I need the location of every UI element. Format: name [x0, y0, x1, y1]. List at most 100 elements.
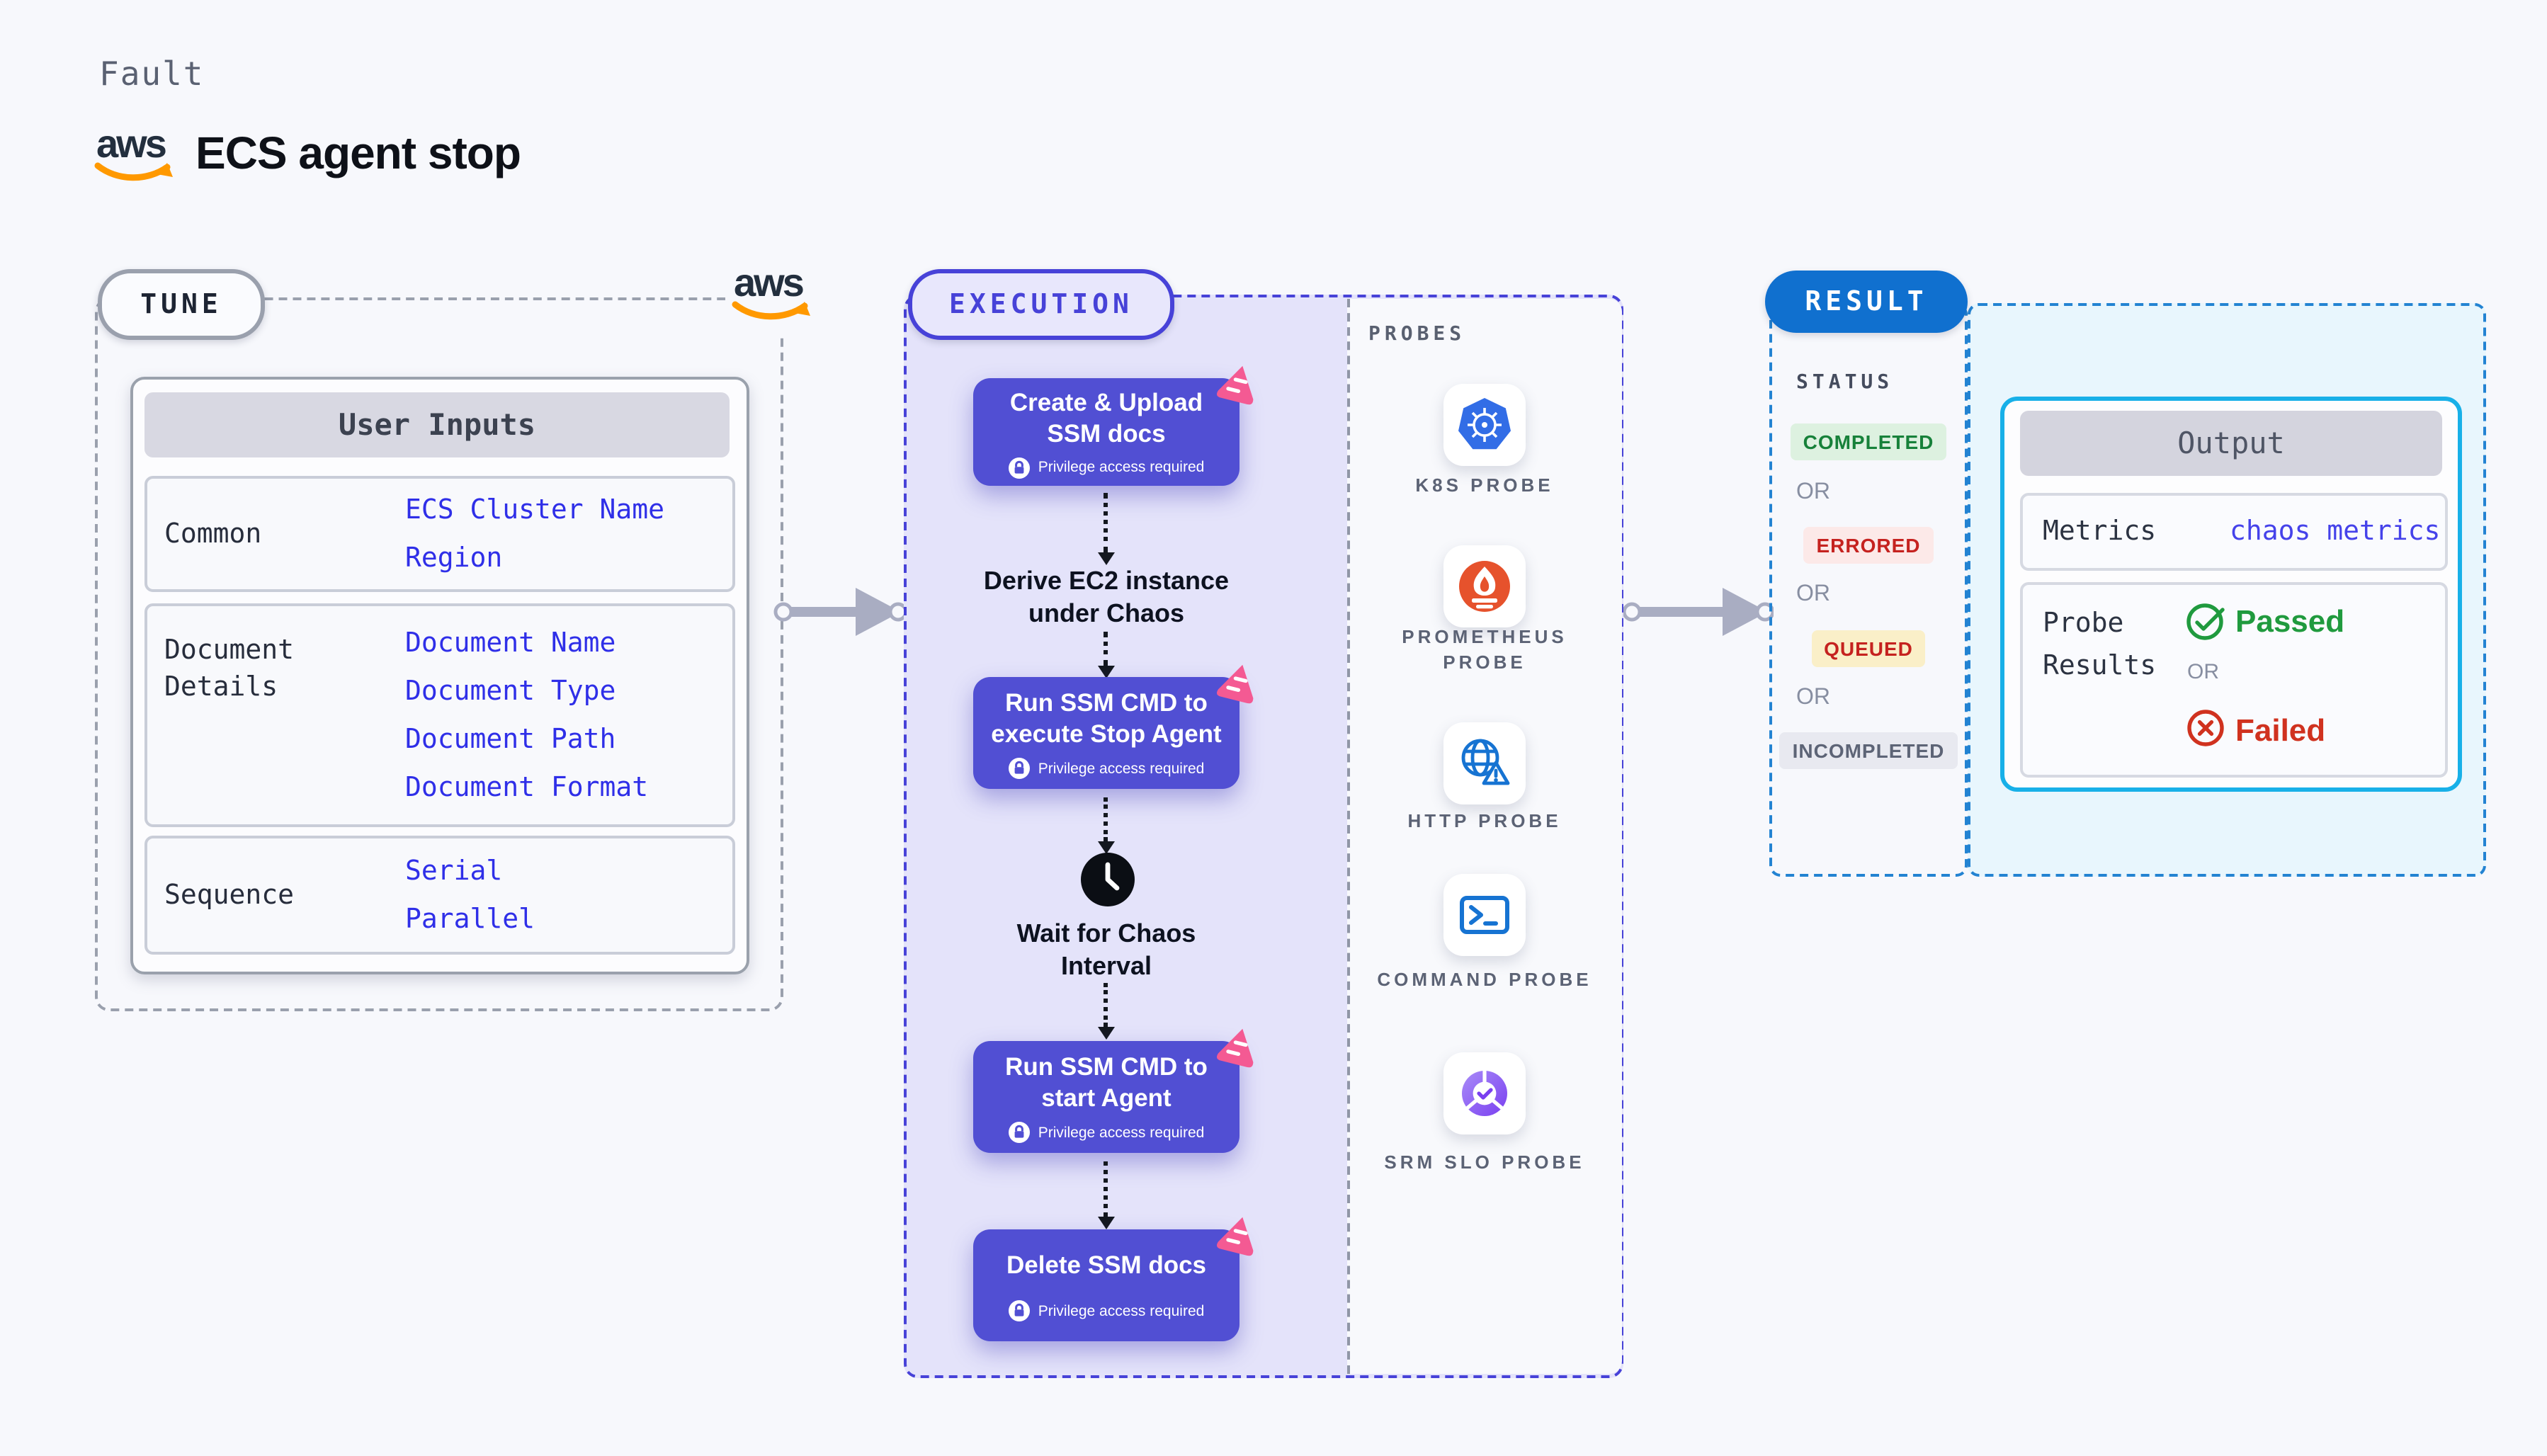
input-group-values: ECS Cluster Name Region [405, 479, 664, 589]
or-separator: OR [1796, 480, 1830, 504]
probe-results-label: Probe Results [2043, 608, 2157, 681]
input-link-serial[interactable]: Serial [405, 855, 503, 887]
arrow-tune-to-execution [773, 588, 907, 636]
prometheus-icon [1459, 561, 1510, 612]
privilege-badge: Privilege access required [1008, 457, 1205, 478]
status-badge-label: COMPLETED [1790, 423, 1947, 460]
result-pill: RESULT [1765, 271, 1968, 333]
fault-eyebrow: Fault [99, 57, 205, 93]
probe-item-prometheus [1443, 545, 1526, 627]
probe-label: PROMETHEUS PROBE [1402, 626, 1567, 673]
input-group-label: Document Details [164, 635, 295, 703]
metrics-row: Metrics chaos metrics [2020, 493, 2448, 571]
input-group-values: Serial Parallel [405, 838, 535, 952]
step-run-ssm-cmd-stop-agent: Run SSM CMD to execute Stop Agent Privil… [973, 664, 1254, 789]
chaos-icon [1216, 365, 1254, 405]
input-group-document-details: Document Details Document Name Document … [144, 603, 735, 827]
status-badge-label: INCOMPLETED [1779, 732, 1958, 769]
aws-swoosh-icon [94, 162, 173, 181]
status-badge-label: QUEUED [1811, 630, 1926, 667]
status-badge-label: ERRORED [1803, 527, 1934, 564]
input-link-parallel[interactable]: Parallel [405, 904, 535, 935]
step-create-upload-ssm-docs: Create & Upload SSM docs Privilege acces… [973, 365, 1254, 486]
input-link-document-format[interactable]: Document Format [405, 772, 649, 803]
probe-results-row: Probe Results Passed OR Failed [2020, 582, 2448, 778]
or-separator: OR [1796, 582, 1830, 606]
privilege-note: Privilege access required [1038, 459, 1205, 476]
status-badge-errored: ERRORED [1769, 527, 1968, 564]
chaos-icon [1216, 1028, 1254, 1068]
chaos-icon [1216, 664, 1254, 704]
status-heading: STATUS [1796, 371, 1894, 394]
probe-label: K8S PROBE [1415, 474, 1554, 496]
lock-icon [1008, 1300, 1030, 1321]
tune-aws-badge: aws [725, 261, 819, 334]
step-title: Create & Upload SSM docs [1009, 387, 1203, 447]
metrics-label: Metrics [2043, 516, 2157, 547]
input-group-sequence: Sequence Serial Parallel [144, 836, 735, 955]
step-title: Run SSM CMD to start Agent [1005, 1052, 1208, 1112]
probe-item-srm-slo [1443, 1052, 1526, 1134]
failed-label: Failed [2235, 712, 2326, 748]
input-group-common: Common ECS Cluster Name Region [144, 476, 735, 592]
status-badge-completed: COMPLETED [1769, 423, 1968, 460]
probe-label: HTTP PROBE [1407, 810, 1562, 831]
privilege-badge: Privilege access required [1008, 1300, 1205, 1321]
privilege-note: Privilege access required [1038, 1302, 1205, 1319]
tune-pill: TUNE [98, 269, 265, 340]
execution-pill: EXECUTION [908, 269, 1174, 340]
input-group-label: Sequence [164, 880, 295, 911]
probes-panel [1347, 299, 1622, 1374]
probes-heading: PROBES [1368, 323, 1466, 346]
privilege-badge: Privilege access required [1008, 1122, 1205, 1143]
aws-swoosh-icon [732, 301, 810, 320]
input-group-label: Common [164, 518, 262, 550]
wait-step-label: Wait for Chaos Interval [1016, 919, 1196, 980]
aws-logo-text: aws [734, 261, 805, 305]
probe-item-command [1443, 874, 1526, 956]
aws-logo: aws [731, 261, 813, 326]
user-inputs-header: User Inputs [144, 392, 730, 457]
aws-logo-text: aws [96, 122, 167, 166]
x-circle-icon [2187, 710, 2224, 746]
slo-pie-icon [1462, 1069, 1507, 1116]
input-link-document-path[interactable]: Document Path [405, 724, 616, 755]
http-globe-icon [1461, 739, 1510, 785]
lock-icon [1008, 758, 1030, 779]
connector-arrow [1097, 493, 1114, 565]
status-badge-incompleted: INCOMPLETED [1769, 732, 1968, 769]
input-link-document-name[interactable]: Document Name [405, 627, 616, 659]
status-badge-queued: QUEUED [1769, 630, 1968, 667]
input-link-document-type[interactable]: Document Type [405, 676, 616, 707]
metrics-link[interactable]: chaos metrics [2230, 516, 2441, 547]
step-title: Delete SSM docs [1006, 1251, 1207, 1279]
page-title: ECS agent stop [195, 127, 521, 178]
input-link-region[interactable]: Region [405, 542, 503, 574]
probe-label: SRM SLO PROBE [1384, 1151, 1585, 1173]
privilege-note: Privilege access required [1038, 760, 1205, 777]
privilege-badge: Privilege access required [1008, 758, 1205, 779]
step-delete-ssm-docs: Delete SSM docs Privilege access require… [973, 1217, 1254, 1341]
aws-logo: aws [93, 122, 176, 187]
check-circle-icon [2186, 603, 2225, 640]
input-link-ecs-cluster-name[interactable]: ECS Cluster Name [405, 494, 665, 525]
step-run-ssm-cmd-start-agent: Run SSM CMD to start Agent Privilege acc… [973, 1028, 1254, 1153]
arrow-execution-to-result [1623, 588, 1774, 636]
kubernetes-icon [1458, 398, 1511, 450]
probe-item-k8s [1443, 384, 1526, 466]
privilege-note: Privilege access required [1038, 1124, 1205, 1141]
derive-step-label: Derive EC2 instance under Chaos [983, 567, 1230, 627]
or-separator: OR [1796, 686, 1830, 710]
passed-label: Passed [2235, 603, 2345, 639]
connector-arrow [1097, 1161, 1114, 1229]
step-title: Run SSM CMD to execute Stop Agent [991, 688, 1222, 748]
connector-arrow [1097, 632, 1114, 678]
terminal-icon [1460, 896, 1509, 934]
lock-icon [1008, 457, 1030, 478]
chaos-icon [1216, 1217, 1254, 1256]
input-group-values: Document Name Document Type Document Pat… [405, 606, 648, 824]
clock-icon [1081, 853, 1135, 906]
tune-section [95, 297, 783, 1011]
probe-item-http [1443, 722, 1526, 804]
